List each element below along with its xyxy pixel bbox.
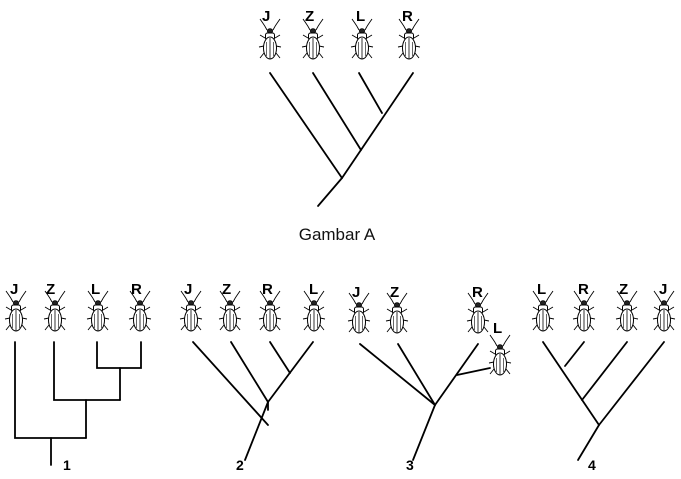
beetle-icon <box>258 18 282 60</box>
tree-number: 1 <box>63 457 71 473</box>
branch-root <box>317 177 343 207</box>
tree-number: 2 <box>236 457 244 473</box>
beetle-icon <box>350 18 374 60</box>
taxon-label: J <box>10 281 18 298</box>
branch <box>397 343 436 406</box>
tree-3: J Z R L 3 <box>347 284 512 473</box>
taxon-label: R <box>131 281 142 298</box>
branch <box>230 341 269 403</box>
branch <box>456 367 491 376</box>
taxon-label: R <box>262 281 273 298</box>
branch-root <box>577 424 600 461</box>
branch <box>358 72 383 114</box>
taxon-label: L <box>537 281 546 298</box>
beetle-icon <box>488 334 512 376</box>
tree-number: 4 <box>588 457 596 473</box>
branch <box>359 343 436 406</box>
branch <box>96 341 142 369</box>
taxon-label: Z <box>619 281 628 298</box>
branch <box>598 341 665 426</box>
taxon-label: R <box>578 281 589 298</box>
taxon-label: J <box>184 281 192 298</box>
taxon-label: Z <box>390 284 399 301</box>
tree-number: 3 <box>406 457 414 473</box>
taxon-label: J <box>659 281 667 298</box>
tree-gambar-a: J Z L R Gambar A <box>258 8 421 244</box>
taxon-label: J <box>262 8 270 25</box>
taxon-label: Z <box>305 8 314 25</box>
branch <box>14 341 87 439</box>
branch <box>267 341 314 411</box>
branch <box>192 341 269 426</box>
branch <box>53 341 121 401</box>
taxon-label: Z <box>222 281 231 298</box>
taxon-label: Z <box>46 281 55 298</box>
taxon-label: L <box>91 281 100 298</box>
branch-root <box>412 404 436 461</box>
taxon-label: R <box>472 284 483 301</box>
beetle-icon <box>301 18 325 60</box>
taxon-label: R <box>402 8 413 25</box>
beetle-icon <box>397 18 421 60</box>
taxon-label: J <box>352 284 360 301</box>
branch <box>564 341 585 367</box>
tree-2: J Z R L 2 <box>179 281 326 473</box>
taxon-label: L <box>309 281 318 298</box>
branch <box>542 341 600 426</box>
tree-4: L R Z J 4 <box>531 281 676 473</box>
branch <box>341 72 414 179</box>
branch <box>269 341 291 374</box>
branch-root <box>244 401 269 461</box>
taxon-label: L <box>493 320 502 337</box>
branch <box>312 72 362 151</box>
branch <box>269 72 343 179</box>
branch <box>581 341 628 401</box>
tree-1: J Z L R 1 <box>4 281 152 473</box>
figure-caption: Gambar A <box>299 225 376 244</box>
taxon-label: L <box>356 8 365 25</box>
